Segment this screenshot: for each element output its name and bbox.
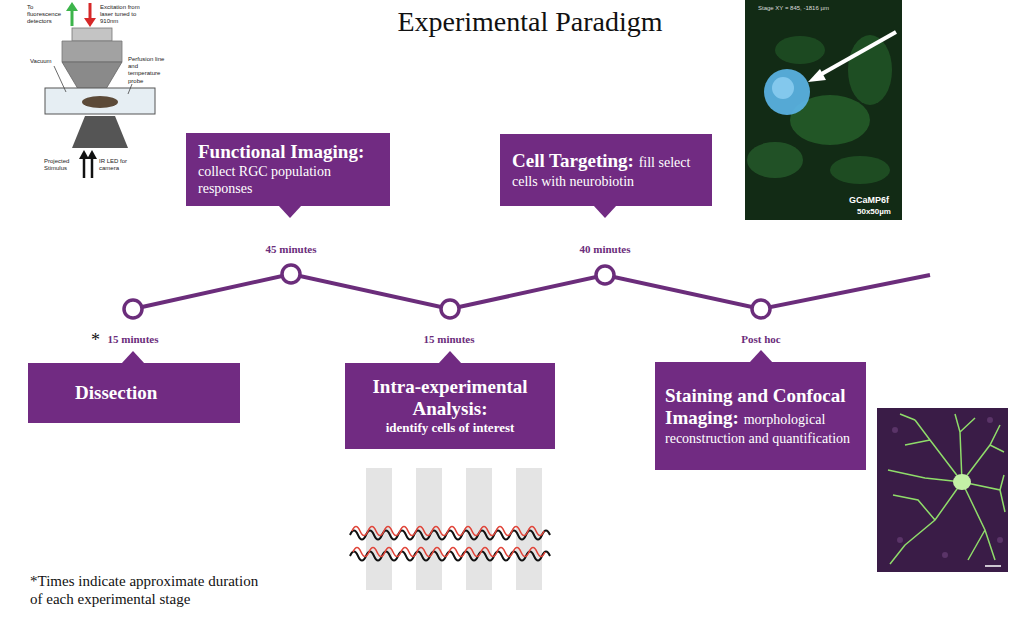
texture	[997, 537, 1003, 543]
pointer-shape	[278, 205, 302, 218]
texture	[942, 552, 948, 558]
dendrite	[888, 414, 1005, 564]
scale-bar	[985, 565, 1001, 567]
timeline-line	[133, 274, 930, 309]
annotation: Excitation from laser tuned to 910nm	[100, 4, 150, 26]
texture	[987, 417, 993, 423]
stage-box: Intra-experimental Analysis:identify cel…	[345, 363, 555, 449]
pointer-triangle	[121, 351, 145, 364]
arrow-head	[66, 2, 78, 11]
texture	[747, 142, 803, 178]
pipette-arrow	[818, 32, 896, 76]
bath-chamber	[45, 88, 155, 114]
image-caption: Stage XY = 845, -1816 µm	[758, 5, 868, 12]
stage-box: Dissection	[28, 363, 240, 423]
texture	[775, 36, 825, 64]
box-content: Staining and Confocal Imaging:morphologi…	[665, 385, 858, 447]
emission-arrow	[71, 9, 74, 26]
image-ground	[745, 0, 902, 220]
footnote: *Times indicate approximate duration of …	[30, 572, 265, 608]
microscope-illustration	[45, 2, 155, 178]
neuron-image	[877, 408, 1008, 572]
timeline-point	[752, 300, 770, 318]
stage-heading: Functional Imaging:	[198, 141, 378, 163]
stage-box: Staining and Confocal Imaging:morphologi…	[655, 362, 866, 470]
box-content: Intra-experimental Analysis:identify cel…	[355, 376, 545, 436]
stage-heading: Dissection	[75, 382, 228, 404]
target-cell	[772, 77, 794, 99]
pointer-triangle	[749, 350, 773, 363]
stage-box: Functional Imaging:collect RGC populatio…	[186, 133, 390, 206]
stage-heading: Cell Targeting:	[512, 150, 634, 171]
timeline-point	[596, 266, 614, 284]
timeline-point	[441, 300, 459, 318]
timeline-point	[124, 300, 142, 318]
texture	[830, 156, 890, 184]
image-caption: 50x50µm	[857, 207, 901, 217]
time-label: 15 minutes	[107, 333, 158, 346]
trace	[353, 548, 545, 557]
timeline	[124, 265, 930, 318]
time-label: 15 minutes	[423, 333, 474, 346]
stage-description: identify cells of interest	[355, 420, 545, 436]
stimulus-band	[466, 468, 492, 590]
stimulus-arrow	[83, 157, 86, 178]
image-ground	[877, 408, 1008, 572]
excitation-arrow	[89, 3, 92, 19]
annotation: Vacuum	[30, 58, 56, 65]
annotation: Perfusion line and temperature probe	[128, 56, 168, 85]
condenser	[72, 116, 128, 148]
pointer-shape	[749, 350, 773, 363]
time-label: 45 minutes	[265, 243, 316, 256]
image-caption: GCaMP6f	[849, 195, 899, 206]
pointer-triangle	[593, 205, 617, 218]
leader-line	[128, 84, 132, 94]
footnote-mark: *	[91, 330, 103, 352]
time-label: 40 minutes	[579, 243, 630, 256]
arrow-head	[79, 150, 89, 159]
annotation: Projected Stimulus	[44, 158, 76, 172]
timeline-point	[282, 265, 300, 283]
arrow-head	[808, 69, 826, 82]
target-cell	[764, 69, 810, 115]
gcamp-image	[745, 0, 902, 220]
pointer-triangle	[278, 205, 302, 218]
trace	[352, 527, 544, 536]
box-content: Functional Imaging:collect RGC populatio…	[198, 141, 378, 198]
arrow-head	[84, 18, 96, 27]
objective-body	[62, 41, 122, 62]
pointer-shape	[121, 351, 145, 364]
pointer-shape	[438, 351, 462, 364]
trace-plot	[350, 468, 550, 590]
stage-heading: Intra-experimental Analysis:	[355, 376, 545, 420]
box-content: Dissection	[75, 382, 228, 404]
soma	[953, 474, 971, 490]
texture	[897, 537, 903, 543]
stage-box: Cell Targeting:fill select cells with ne…	[500, 134, 712, 206]
pointer-triangle	[438, 351, 462, 364]
stage-description: collect RGC population responses	[198, 163, 378, 198]
objective-top	[72, 28, 112, 41]
annotation: IR LED for camera	[99, 158, 139, 172]
annotation: To fluorescence detectors	[27, 4, 67, 26]
leader-line	[54, 66, 66, 92]
box-content: Cell Targeting:fill select cells with ne…	[512, 150, 700, 190]
texture	[892, 427, 898, 433]
time-label: Post hoc	[741, 333, 780, 346]
arrow-head	[87, 150, 97, 159]
stimulus-arrow	[91, 157, 94, 178]
diagram-title: Experimental Paradigm	[397, 6, 662, 38]
retina-sample	[82, 96, 118, 108]
pointer-shape	[593, 205, 617, 218]
